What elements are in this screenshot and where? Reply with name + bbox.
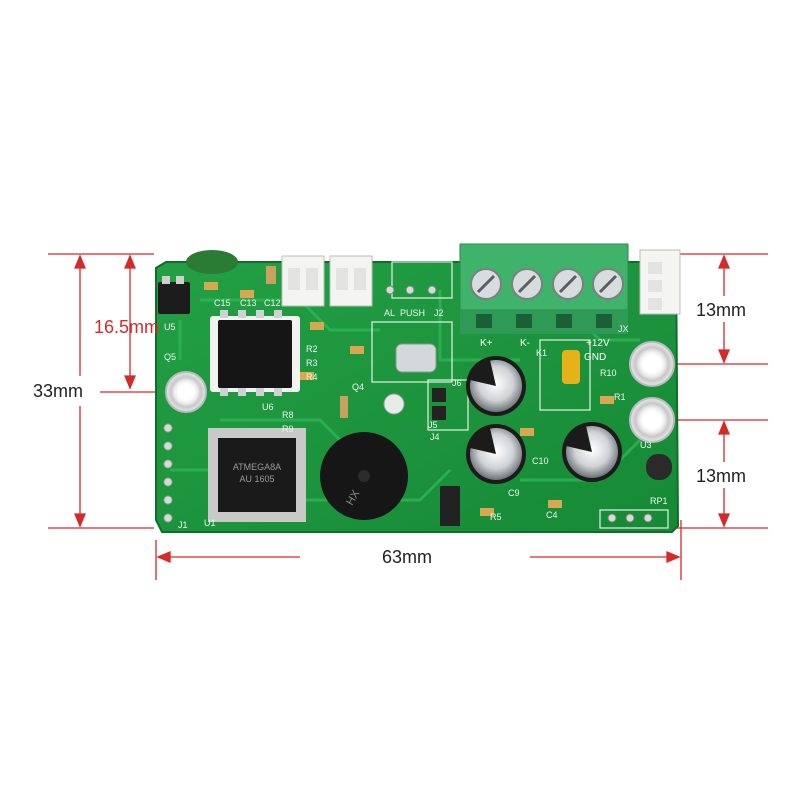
silk-label: R3 xyxy=(306,358,318,368)
silk-label: RP1 xyxy=(650,496,668,506)
silk-label: R4 xyxy=(306,372,318,382)
terminal-label-k-plus: K+ xyxy=(480,338,493,349)
dimension-label-height-upper: 16.5mm xyxy=(94,317,160,337)
silk-label: AL xyxy=(384,308,395,318)
silk-label: U6 xyxy=(262,402,274,412)
silk-label: Q5 xyxy=(164,352,176,362)
terminal-label-k-minus: K- xyxy=(520,338,530,349)
silk-label: U3 xyxy=(640,440,652,450)
dimension-label-width-total: 63mm xyxy=(382,547,433,567)
silk-label: J5 xyxy=(428,420,438,430)
silk-label: J1 xyxy=(178,520,188,530)
silk-label: R9 xyxy=(282,424,294,434)
silk-label: U1 xyxy=(204,518,216,528)
terminal-label-12v: +12V xyxy=(586,338,610,349)
screw-terminal-block xyxy=(459,243,629,334)
terminal-label-gnd: GND xyxy=(584,352,606,363)
dip8-chip xyxy=(210,310,300,396)
chip-marking-line1: ATMEGA8A xyxy=(233,462,281,472)
buzzer: HX xyxy=(320,432,408,520)
silk-label: R5 xyxy=(490,512,502,522)
silk-label: R10 xyxy=(600,368,617,378)
silk-label: J6 xyxy=(452,378,462,388)
terminal-labels: K+ K- +12V GND xyxy=(480,338,610,363)
silk-label: K1 xyxy=(536,348,547,358)
silk-label: PUSH xyxy=(400,308,425,318)
silk-label: C10 xyxy=(532,456,549,466)
silkscreen-labels: U5 Q5 C15 C13 C12 U6 R8 R9 U1 J1 R2 R3 R… xyxy=(164,298,668,530)
silk-label: J4 xyxy=(430,432,440,442)
microcontroller-chip: ATMEGA8A AU 1605 xyxy=(208,428,306,522)
edge-pins xyxy=(163,423,173,523)
dimension-label-height-total: 33mm xyxy=(33,381,84,401)
silk-label: C4 xyxy=(546,510,558,520)
regulator-u5 xyxy=(158,250,238,314)
silk-label: R1 xyxy=(614,392,626,402)
silk-label: J2 xyxy=(434,308,444,318)
silk-label: R8 xyxy=(282,410,294,420)
chip-marking-line2: AU 1605 xyxy=(239,474,274,484)
silk-label: C15 xyxy=(214,298,231,308)
mounting-holes xyxy=(165,341,675,443)
silk-label: JX xyxy=(618,324,629,334)
silk-label: C9 xyxy=(508,488,520,498)
jst-connectors xyxy=(281,249,681,315)
silk-label: C13 xyxy=(240,298,257,308)
dimension-label-hole-spacing-bottom: 13mm xyxy=(696,466,747,486)
silk-label: Q4 xyxy=(352,382,364,392)
small-components xyxy=(204,266,672,526)
capacitors xyxy=(466,356,622,484)
dimension-label-hole-spacing-top: 13mm xyxy=(696,300,747,320)
silk-label: C12 xyxy=(264,298,281,308)
silk-label: U5 xyxy=(164,322,176,332)
silk-label: R2 xyxy=(306,344,318,354)
